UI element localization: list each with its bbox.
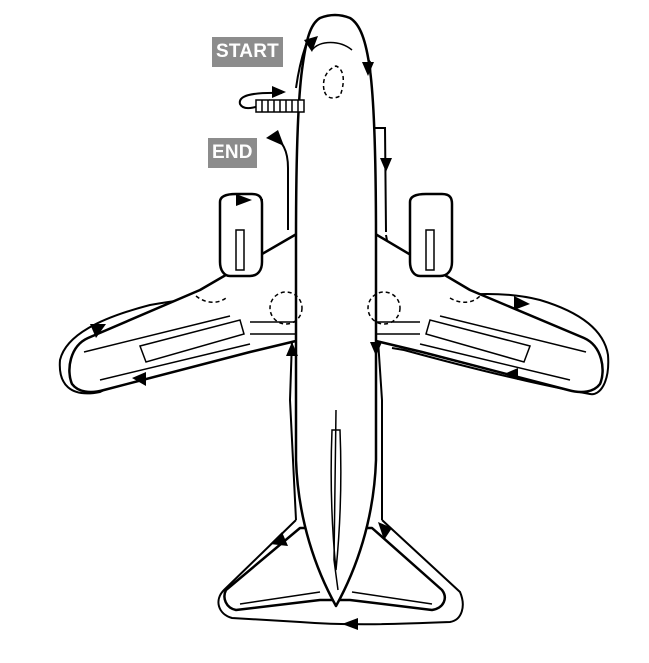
arrow-icon [378,522,392,540]
arrow-icon [342,618,358,630]
end-label: END [208,138,257,168]
arrow-icon [132,372,146,386]
arrow-icon [270,532,288,546]
right-wing [370,230,604,394]
start-label: START [212,37,283,67]
arrow-icon [90,324,106,338]
airplane-outline [68,13,604,612]
arrow-icon [286,342,298,356]
left-engine [218,192,264,278]
arrow-icon [370,342,382,356]
arrow-icon [362,62,374,76]
direction-arrows [90,36,530,630]
arrow-icon [380,158,392,172]
right-engine [408,192,454,278]
fuselage [294,13,378,608]
left-wing [68,230,302,394]
arrow-icon [236,194,252,206]
arrow-icon [514,296,530,310]
arrow-icon [304,36,318,52]
arrow-icon [504,368,518,380]
airplane-details [83,41,587,605]
arrow-icon [272,86,286,98]
arrow-icon [266,130,284,146]
